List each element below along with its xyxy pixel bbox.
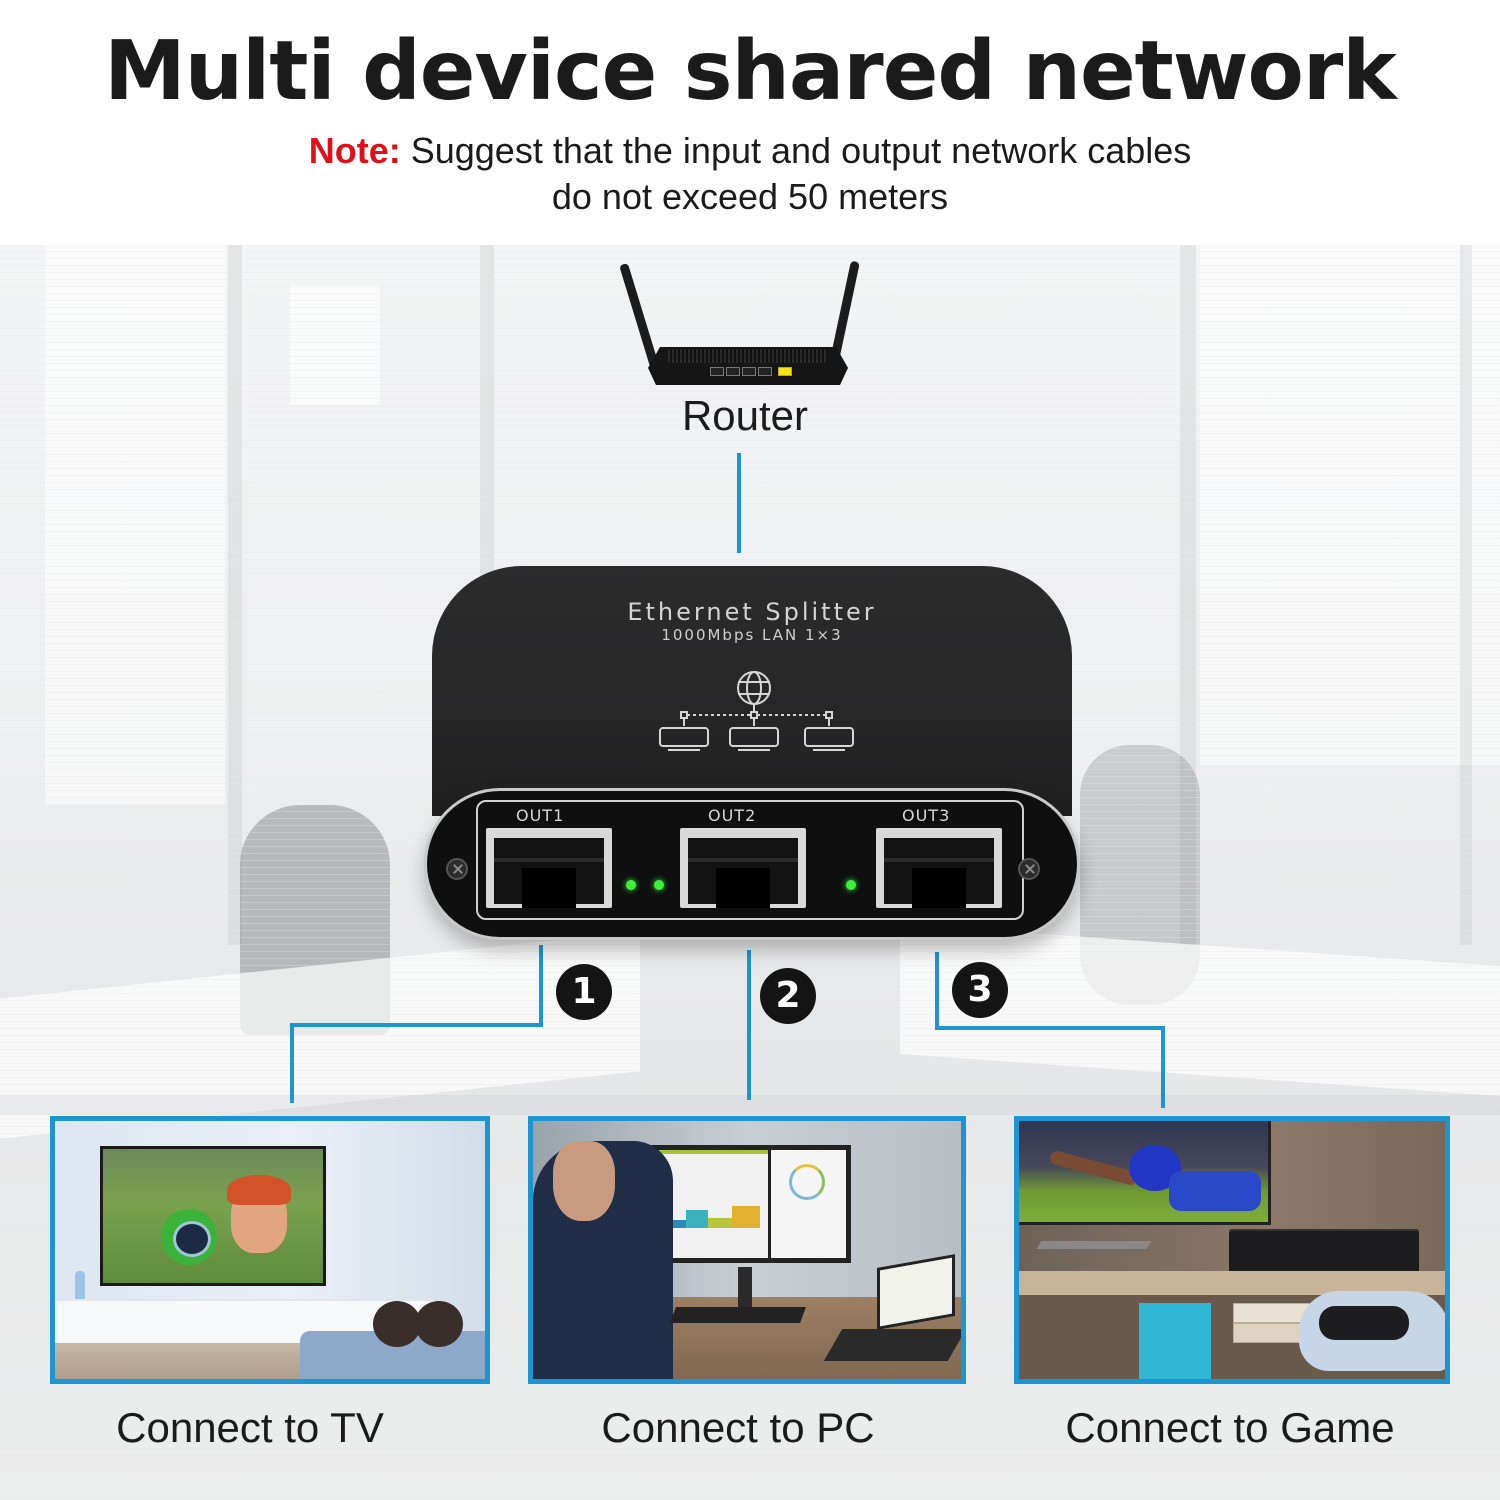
router-to-splitter-line bbox=[737, 453, 741, 553]
connector-line-3 bbox=[1161, 1026, 1165, 1108]
router-icon bbox=[619, 255, 860, 395]
status-led bbox=[654, 880, 664, 890]
tv-stand bbox=[1036, 1241, 1152, 1249]
chart-bar bbox=[732, 1206, 760, 1228]
connector-line-1 bbox=[290, 1023, 294, 1103]
step-badge-3: 3 bbox=[952, 962, 1008, 1018]
game-console-icon bbox=[1229, 1229, 1419, 1275]
connector-line-3 bbox=[935, 1026, 1165, 1030]
header: Multi device shared network Note: Sugges… bbox=[0, 0, 1500, 245]
person-head bbox=[553, 1141, 615, 1221]
note-label: Note: bbox=[308, 130, 401, 171]
port-latch bbox=[716, 868, 770, 908]
port-label-out2: OUT2 bbox=[702, 806, 763, 825]
pc-scene-image bbox=[528, 1116, 966, 1384]
screw-icon bbox=[1018, 858, 1040, 880]
cartoon-robot bbox=[161, 1209, 217, 1265]
note: Note: Suggest that the input and output … bbox=[0, 128, 1500, 220]
router-lan-port bbox=[742, 367, 756, 376]
port-label-out3: OUT3 bbox=[896, 806, 957, 825]
monitor-chart-panel bbox=[656, 1150, 768, 1258]
window-pane bbox=[290, 285, 380, 405]
router-lan-port bbox=[726, 367, 740, 376]
chart-bar bbox=[708, 1218, 732, 1228]
rj45-port-out3[interactable] bbox=[876, 828, 1002, 908]
monitor-ring-panel bbox=[771, 1150, 846, 1258]
tv-icon bbox=[100, 1146, 326, 1286]
rj45-port-out1[interactable] bbox=[486, 828, 612, 908]
tv-scene-image bbox=[50, 1116, 490, 1384]
game-scene-image bbox=[1014, 1116, 1450, 1384]
viewer-head bbox=[373, 1301, 421, 1347]
window-frame bbox=[228, 245, 242, 945]
port-shelf bbox=[884, 858, 994, 862]
port-latch bbox=[912, 868, 966, 908]
cartoon-boy bbox=[227, 1175, 291, 1253]
window-pane bbox=[45, 245, 225, 805]
status-led bbox=[626, 880, 636, 890]
laptop-base bbox=[823, 1329, 961, 1361]
chart-header-bar bbox=[656, 1150, 768, 1154]
desk-edge bbox=[0, 1095, 1500, 1115]
ethernet-splitter: Ethernet Splitter 1000Mbps LAN 1×3 OUT1 bbox=[424, 566, 1080, 940]
player-arm bbox=[1048, 1149, 1140, 1187]
port-latch bbox=[522, 868, 576, 908]
port-label-out1: OUT1 bbox=[510, 806, 571, 825]
player-jersey bbox=[1169, 1171, 1261, 1211]
chart-bar bbox=[686, 1210, 708, 1228]
keyboard bbox=[670, 1307, 806, 1323]
network-topology-icon bbox=[659, 671, 854, 751]
page-title: Multi device shared network bbox=[104, 24, 1397, 119]
card-label-pc: Connect to PC bbox=[601, 1404, 875, 1451]
chart-bar bbox=[666, 1220, 686, 1228]
vase bbox=[75, 1271, 85, 1303]
donut-chart bbox=[789, 1164, 825, 1200]
card-label-game: Connect to Game bbox=[1065, 1404, 1395, 1451]
gamepad-icon bbox=[1319, 1306, 1409, 1340]
step-badge-2: 2 bbox=[760, 968, 816, 1024]
window-pane bbox=[1200, 245, 1500, 765]
connector-line-2 bbox=[747, 950, 751, 1100]
shelf-cubby bbox=[1139, 1303, 1211, 1379]
connector-line-3 bbox=[935, 952, 939, 1030]
connector-line-1 bbox=[290, 1023, 543, 1027]
person bbox=[533, 1141, 673, 1379]
note-text-line2: do not exceed 50 meters bbox=[551, 176, 949, 217]
router-vents bbox=[668, 349, 828, 363]
port-shelf bbox=[688, 858, 798, 862]
card-label-tv: Connect to TV bbox=[116, 1404, 384, 1451]
window-frame bbox=[1460, 245, 1472, 945]
splitter-title: Ethernet Splitter bbox=[627, 598, 877, 626]
step-badge-1: 1 bbox=[556, 964, 612, 1020]
tv-screen bbox=[103, 1149, 323, 1283]
screw-icon bbox=[446, 858, 468, 880]
football-game-screen bbox=[1019, 1121, 1268, 1222]
splitter-top: Ethernet Splitter 1000Mbps LAN 1×3 bbox=[432, 566, 1072, 816]
router-label: Router bbox=[681, 392, 809, 439]
port-shelf bbox=[494, 858, 604, 862]
note-text-line1: Suggest that the input and output networ… bbox=[410, 130, 1192, 171]
window-frame bbox=[1180, 245, 1196, 945]
router-wan-port bbox=[778, 367, 792, 376]
status-led bbox=[846, 880, 856, 890]
viewer-head bbox=[415, 1301, 463, 1347]
tv-icon bbox=[1019, 1121, 1271, 1225]
connector-line-1 bbox=[539, 945, 543, 1027]
router-lan-port bbox=[758, 367, 772, 376]
rj45-port-out2[interactable] bbox=[680, 828, 806, 908]
router-lan-port bbox=[710, 367, 724, 376]
splitter-subtitle: 1000Mbps LAN 1×3 bbox=[661, 626, 843, 644]
monitor-icon bbox=[651, 1145, 851, 1263]
monitor-stand bbox=[738, 1267, 752, 1307]
